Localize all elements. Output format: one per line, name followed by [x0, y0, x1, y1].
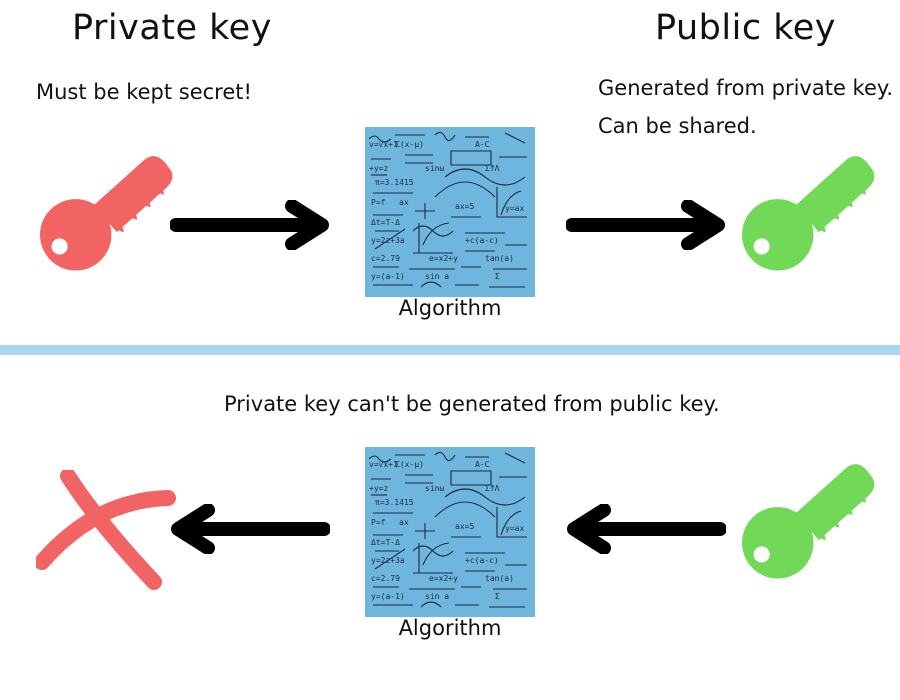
cross-icon: [36, 470, 176, 590]
public-key-heading: Public key: [655, 8, 836, 48]
algorithm-label-top: Algorithm: [398, 296, 502, 320]
private-key-note: Must be kept secret!: [36, 80, 252, 104]
svg-text:sinω: sinω: [425, 484, 444, 493]
key-icon: [30, 150, 175, 275]
key-icon: [732, 150, 877, 275]
svg-text:y=(a-1): y=(a-1): [371, 592, 405, 601]
svg-text:sin a: sin a: [425, 272, 449, 281]
svg-text:A-C: A-C: [475, 460, 490, 469]
svg-text:ΣfΛ: ΣfΛ: [485, 484, 500, 493]
svg-text:+y=z: +y=z: [369, 164, 388, 173]
arrow-left-icon: [170, 504, 330, 554]
section-divider: [0, 345, 900, 355]
svg-text:+c(a-c): +c(a-c): [465, 556, 499, 565]
svg-text:ΣfΛ: ΣfΛ: [485, 164, 500, 173]
arrow-right-icon: [170, 200, 330, 250]
svg-text:y=ax: y=ax: [505, 524, 524, 533]
svg-text:P=f: P=f: [371, 518, 386, 527]
svg-text:Σ: Σ: [495, 272, 500, 281]
svg-text:y=2z+3a: y=2z+3a: [371, 556, 405, 565]
public-key-note-line1: Generated from private key.: [598, 76, 893, 100]
svg-text:v=√x+1: v=√x+1: [369, 460, 398, 469]
svg-text:y=(a-1): y=(a-1): [371, 272, 405, 281]
svg-text:ax: ax: [399, 518, 409, 527]
svg-text:sin a: sin a: [425, 592, 449, 601]
bottom-statement: Private key can't be generated from publ…: [224, 392, 720, 416]
svg-text:e=x2+y: e=x2+y: [429, 254, 458, 263]
svg-text:A-C: A-C: [475, 140, 490, 149]
svg-text:π=3.1415: π=3.1415: [375, 498, 414, 507]
svg-text:c=2.79: c=2.79: [371, 574, 400, 583]
svg-text:+c(a-c): +c(a-c): [465, 236, 499, 245]
svg-text:Δt=T-Δ: Δt=T-Δ: [371, 218, 400, 227]
svg-text:+y=z: +y=z: [369, 484, 388, 493]
svg-text:c=2.79: c=2.79: [371, 254, 400, 263]
svg-text:tan(a): tan(a): [485, 574, 514, 583]
svg-text:tan(a): tan(a): [485, 254, 514, 263]
svg-text:y=2z+3a: y=2z+3a: [371, 236, 405, 245]
arrow-right-icon: [566, 200, 726, 250]
svg-text:sinω: sinω: [425, 164, 444, 173]
svg-text:Σ(x-μ): Σ(x-μ): [395, 140, 424, 149]
private-key-heading: Private key: [72, 8, 272, 48]
key-icon: [732, 458, 877, 583]
svg-text:Σ: Σ: [495, 592, 500, 601]
svg-text:ax: ax: [399, 198, 409, 207]
svg-text:v=√x+1: v=√x+1: [369, 140, 398, 149]
algorithm-label-bottom: Algorithm: [398, 616, 502, 640]
arrow-left-icon: [566, 504, 726, 554]
svg-text:Δt=T-Δ: Δt=T-Δ: [371, 538, 400, 547]
svg-text:e=x2+y: e=x2+y: [429, 574, 458, 583]
public-key-note-line2: Can be shared.: [598, 114, 757, 138]
svg-text:ax=5: ax=5: [455, 202, 474, 211]
svg-text:P=f: P=f: [371, 198, 386, 207]
svg-text:y=ax: y=ax: [505, 204, 524, 213]
svg-text:ax=5: ax=5: [455, 522, 474, 531]
svg-text:π=3.1415: π=3.1415: [375, 178, 414, 187]
svg-text:Σ(x-μ): Σ(x-μ): [395, 460, 424, 469]
